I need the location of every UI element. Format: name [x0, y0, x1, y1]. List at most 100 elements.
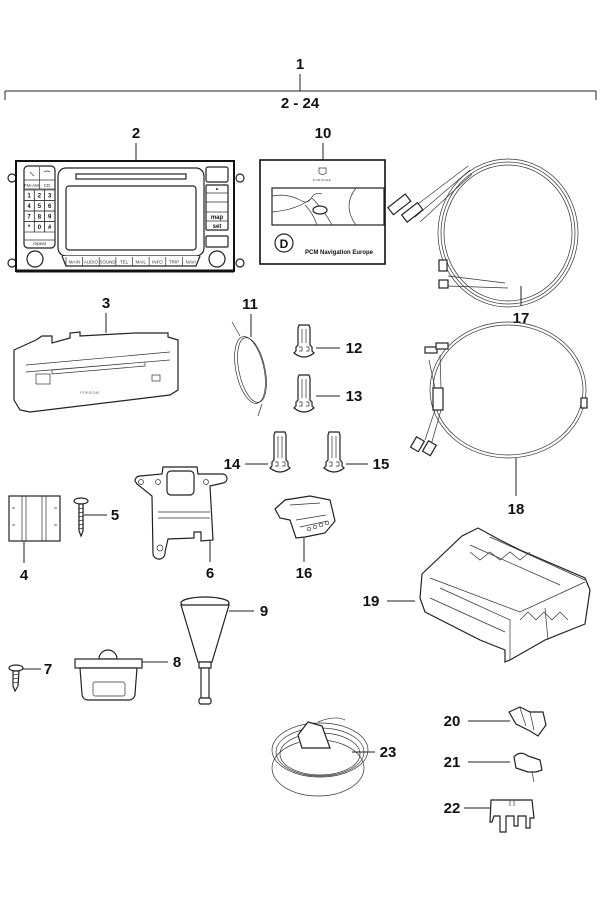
terminal-detail	[329, 436, 340, 467]
part-3-drive-unit[interactable]: 3 PORSCHE	[13, 295, 179, 413]
callout-5[interactable]: 5	[111, 507, 119, 524]
function-key-navi[interactable]: NAVI	[186, 260, 196, 265]
terminals: 12 13 14 15	[224, 324, 390, 473]
key-fm-am[interactable]: FM-AM	[24, 183, 39, 188]
funnel-collar	[198, 661, 212, 669]
callout-18[interactable]: 18	[508, 501, 525, 518]
tuner-knob[interactable]	[208, 250, 226, 268]
part-7-screw[interactable]: 7	[8, 661, 52, 693]
part-4-clip[interactable]: 4	[8, 495, 61, 584]
callout-22[interactable]: 22	[444, 800, 461, 817]
part-15-terminal[interactable]: 15	[323, 431, 390, 473]
keypad-key-label: 0	[38, 225, 42, 231]
connector-plug	[435, 342, 449, 350]
screw-head	[73, 497, 89, 505]
right-key-top[interactable]	[205, 166, 229, 183]
carrier-hatching	[469, 551, 569, 621]
function-key-tel[interactable]: TEL	[120, 260, 129, 265]
function-key-trip[interactable]: TRIP	[169, 260, 179, 265]
key-repeat[interactable]: repeat	[33, 241, 47, 246]
screw-head	[8, 664, 24, 672]
drive-logo	[151, 374, 161, 382]
function-key-audio[interactable]: AUDIO	[84, 260, 99, 265]
part-10-navigation-dvd[interactable]: 10 PORSCHE D PCM Navigation Europe	[259, 125, 386, 265]
region-badge	[274, 233, 294, 253]
callout-17[interactable]: 17	[513, 310, 530, 327]
callout-1[interactable]: 1	[296, 56, 304, 73]
harness-loop	[440, 161, 576, 305]
callout-4[interactable]: 4	[20, 567, 29, 584]
keypad-key-label: 7	[27, 215, 31, 221]
terminal-body	[293, 374, 315, 413]
volume-knob[interactable]	[26, 250, 44, 268]
function-key-info[interactable]: INFO	[152, 260, 163, 265]
part-14-terminal[interactable]: 14	[224, 431, 291, 473]
pin	[318, 522, 324, 528]
cable-coil	[271, 722, 369, 778]
bracket-hole	[138, 479, 144, 485]
terminal-body	[293, 324, 315, 358]
callout-15[interactable]: 15	[373, 456, 390, 473]
part-5-screw[interactable]: 5	[73, 497, 119, 538]
callout-16[interactable]: 16	[296, 565, 313, 582]
callout-2[interactable]: 2	[132, 125, 140, 142]
callout-9[interactable]: 9	[260, 603, 268, 620]
part-11-wire[interactable]: 11	[229, 296, 271, 417]
part-8-cap[interactable]: 8	[74, 649, 181, 701]
holder-slot	[509, 800, 515, 806]
part-23-antenna-cable[interactable]: 23	[271, 717, 397, 797]
callout-7[interactable]: 7	[44, 661, 52, 678]
part-20-connector[interactable]: 20	[444, 706, 547, 737]
keypad-key-label: 6	[48, 204, 52, 210]
callout-6[interactable]: 6	[206, 565, 214, 582]
clip-ribs	[12, 496, 57, 541]
callout-13[interactable]: 13	[346, 388, 363, 405]
callout-19[interactable]: 19	[363, 593, 380, 610]
function-key-mail[interactable]: MAIL	[136, 260, 147, 265]
eject-key[interactable]: ▲	[215, 186, 219, 191]
callout-14[interactable]: 14	[224, 456, 241, 473]
part-6-bracket[interactable]: 6	[134, 466, 228, 582]
part-22-holder[interactable]: 22	[444, 799, 535, 833]
funnel-cone	[180, 604, 230, 663]
dvd-cover-image	[271, 187, 385, 226]
screw-shank	[12, 670, 20, 693]
callout-10[interactable]: 10	[315, 125, 332, 142]
part-9-funnel[interactable]: 9	[180, 596, 268, 705]
connector-plug	[421, 439, 438, 457]
part-17-wiring-harness[interactable]: 17	[387, 158, 579, 327]
part-21-clip[interactable]: 21	[444, 752, 543, 783]
callout-3[interactable]: 3	[102, 295, 110, 312]
road-lines	[271, 187, 357, 226]
part-18-wiring-harness[interactable]: 18	[409, 321, 588, 518]
part-13-terminal[interactable]: 13	[293, 374, 363, 413]
part-19-carrier[interactable]: 19	[363, 527, 591, 663]
callout-23[interactable]: 23	[380, 744, 397, 761]
callout-20[interactable]: 20	[444, 713, 461, 730]
callout-21[interactable]: 21	[444, 754, 461, 771]
mount-ear	[7, 173, 17, 183]
function-key-main[interactable]: MAIN	[69, 260, 80, 265]
function-key-sound[interactable]: SOUND	[99, 260, 116, 265]
wire-loop	[237, 337, 267, 403]
callout-11[interactable]: 11	[242, 296, 258, 313]
pin	[312, 524, 318, 530]
brand-text: PORSCHE	[313, 178, 331, 182]
key-cd[interactable]: CD	[44, 183, 51, 188]
callout-8[interactable]: 8	[173, 654, 181, 671]
key-set[interactable]: set	[213, 224, 222, 230]
right-key-bottom[interactable]	[205, 235, 229, 248]
wire-loop	[234, 336, 266, 404]
carrier-body	[419, 527, 591, 663]
key-map[interactable]: map	[211, 215, 224, 221]
harness-leads	[446, 275, 509, 289]
carrier-frame	[429, 536, 586, 660]
housing-detail	[289, 502, 329, 528]
part-16-connector-housing[interactable]: 16	[274, 495, 336, 582]
callout-12[interactable]: 12	[346, 340, 363, 357]
part-12-terminal[interactable]: 12	[293, 324, 363, 358]
keypad-key[interactable]	[44, 221, 56, 233]
